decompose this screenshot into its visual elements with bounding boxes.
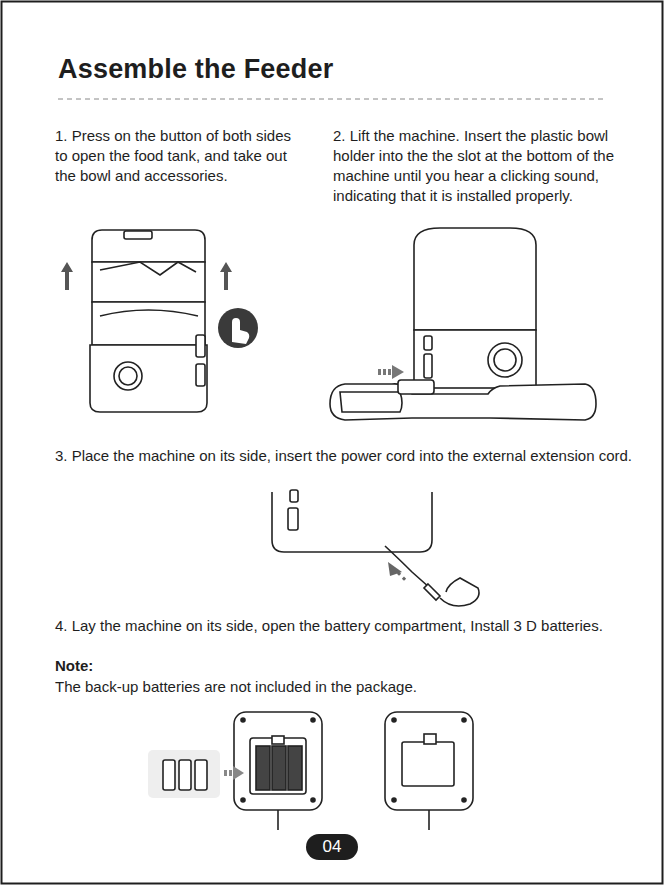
page-title: Assemble the Feeder xyxy=(58,54,333,85)
insert-arrow xyxy=(378,365,404,379)
lift-arrows xyxy=(61,262,232,290)
note-heading: Note: xyxy=(55,656,255,676)
press-icon xyxy=(218,308,258,348)
divider xyxy=(58,99,606,100)
cord-arrow xyxy=(388,562,406,581)
feeder-open-figure xyxy=(90,230,207,412)
cord-figure xyxy=(272,490,479,606)
step-text: 3. Place the machine on its side, insert… xyxy=(55,446,635,466)
battery-arrow xyxy=(224,766,244,780)
battery-figure xyxy=(148,712,473,830)
feeder-base-figure xyxy=(330,228,596,420)
step-text: 2. Lift the machine. Insert the plastic … xyxy=(333,126,625,206)
step-text: The back-up batteries are not included i… xyxy=(55,677,635,697)
step-text: 4. Lay the machine on its side, open the… xyxy=(55,616,635,636)
page-number-text: 04 xyxy=(323,837,342,857)
page-number: 04 xyxy=(306,834,358,860)
step-text: 1. Press on the button of both sides to … xyxy=(55,126,300,186)
